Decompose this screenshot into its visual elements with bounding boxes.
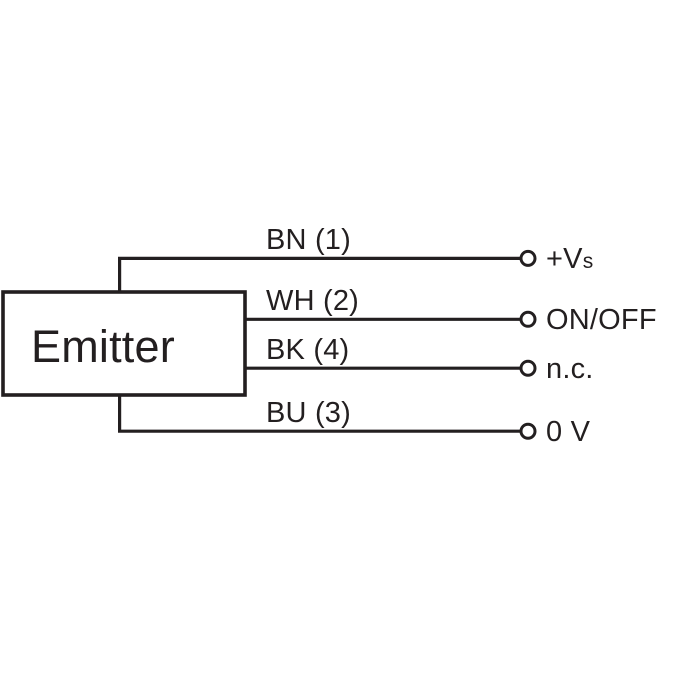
terminal-label-bn-main: +V bbox=[546, 243, 583, 275]
terminal-bk[interactable] bbox=[519, 359, 537, 377]
terminal-label-bn: +Vs bbox=[546, 243, 593, 275]
wire-path-bn bbox=[118, 256, 528, 292]
terminal-label-bk: n.c. bbox=[546, 353, 594, 385]
wire-label-bk: BK (4) bbox=[266, 334, 349, 366]
wire-label-bu: BU (3) bbox=[266, 397, 351, 429]
wire-label-wh: WH (2) bbox=[266, 285, 359, 317]
terminal-label-bu: 0 V bbox=[546, 416, 591, 448]
terminal-bu[interactable] bbox=[519, 422, 537, 440]
wire-label-bn: BN (1) bbox=[266, 224, 351, 256]
terminal-bn[interactable] bbox=[519, 249, 537, 267]
emitter-box bbox=[1, 290, 247, 397]
emitter-label: Emitter bbox=[31, 321, 175, 372]
terminal-label-wh: ON/OFF bbox=[546, 304, 657, 336]
terminal-wh[interactable] bbox=[519, 310, 537, 328]
terminal-label-bn-sub: s bbox=[583, 250, 594, 273]
wire-path-bu bbox=[118, 395, 528, 433]
